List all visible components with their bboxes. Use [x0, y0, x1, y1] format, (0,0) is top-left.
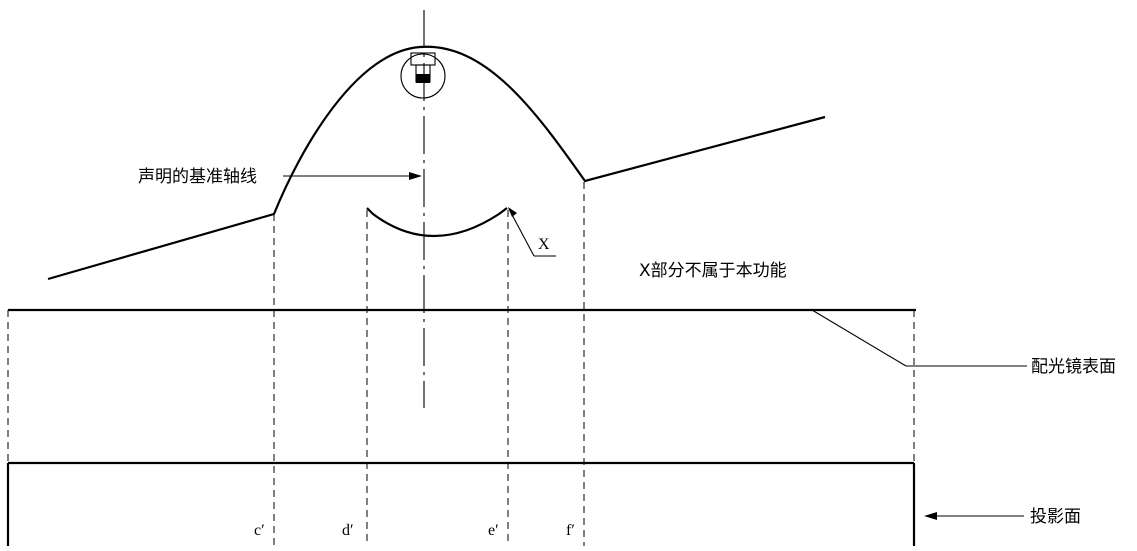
label-d-prime: d′: [342, 522, 354, 539]
label-e-prime: e′: [488, 522, 499, 539]
projection-plane-label: 投影面: [1030, 507, 1081, 527]
lens-surface-label: 配光镜表面: [1031, 357, 1116, 377]
x-note-text: X部分不属于本功能: [639, 261, 787, 281]
label-f-prime: f′: [566, 522, 575, 539]
label-c-prime: c′: [254, 522, 265, 539]
lens-surface-leader: [811, 309, 1027, 367]
x-marker-label: X: [538, 236, 550, 253]
reference-axis-arrow: [283, 172, 422, 180]
excluded-part-x-arc: [366, 207, 508, 237]
reference-axis-label: 声明的基准轴线: [138, 167, 257, 187]
projection-plane-arrow: [924, 512, 1024, 520]
lens-outer-profile: [47, 45, 826, 281]
bulb-icon: [400, 52, 446, 99]
x-leader: [508, 207, 556, 257]
